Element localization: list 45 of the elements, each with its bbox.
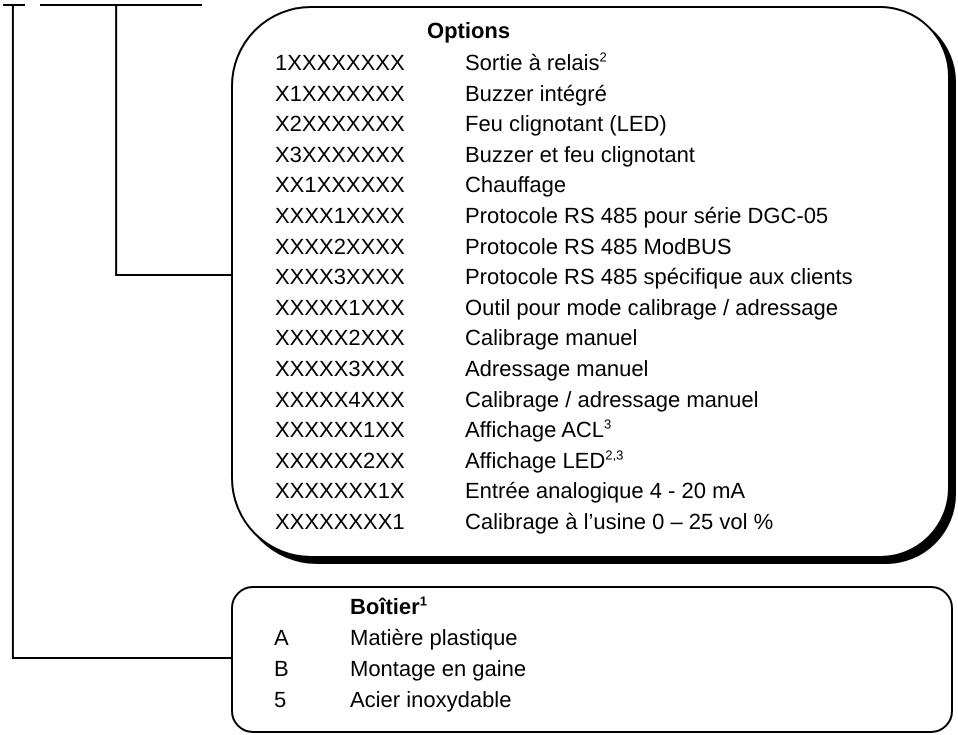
order-code: 5	[274, 687, 286, 713]
option-description: Outil pour mode calibrage / adressage	[465, 294, 838, 321]
option-description: Adressage manuel	[465, 356, 648, 382]
blank-field-line	[40, 4, 202, 6]
connector-line	[12, 6, 231, 659]
connector-line	[115, 6, 231, 276]
option-description: Montage en gaine	[350, 656, 526, 682]
option-description: Calibrage / adressage manuel	[465, 386, 759, 413]
option-description: Matière plastique	[350, 625, 518, 651]
option-panel	[231, 586, 953, 733]
order-code: XXXXXX2XX	[275, 448, 405, 474]
option-description: Feu clignotant (LED)	[465, 111, 667, 138]
option-description: Calibrage à l’usine 0 – 25 vol %	[465, 509, 774, 535]
order-code: XXXXXXXX1	[275, 509, 405, 535]
section-heading: Options	[427, 18, 510, 44]
order-code: XXXXXXX1X	[275, 478, 405, 504]
blank-field-line	[3, 4, 25, 6]
option-description: Entrée analogique 4 - 20 mA	[465, 478, 746, 504]
order-code: A	[274, 625, 289, 651]
order-code: XXXXX4XXX	[275, 386, 405, 413]
option-description: Protocole RS 485 pour série DGC-05	[465, 203, 828, 229]
order-code: XXXX2XXXX	[275, 234, 405, 260]
order-code: XXXX1XXXX	[275, 203, 405, 229]
option-description: Acier inoxydable	[350, 687, 512, 713]
option-description: Sortie à relais$^{2}$	[465, 50, 607, 76]
option-description: Protocole RS 485 spécifique aux clients	[465, 264, 853, 290]
order-code: XXXXX2XXX	[275, 325, 405, 352]
order-code: XXXXX1XXX	[275, 294, 405, 321]
order-code: 1XXXXXXXX	[275, 50, 405, 76]
option-description: Buzzer intégré	[465, 80, 607, 107]
order-code: XX1XXXXXX	[275, 172, 405, 198]
order-code: XXXXX3XXX	[275, 356, 405, 382]
order-code: X3XXXXXXX	[275, 142, 405, 168]
order-code: XXXX3XXXX	[275, 264, 405, 290]
option-description: Affichage ACL$^{3}$	[465, 417, 612, 444]
section-heading: Boîtier$^{1}$	[350, 594, 427, 620]
order-code: B	[274, 656, 289, 682]
option-description: Buzzer et feu clignotant	[465, 142, 695, 168]
option-description: Chauffage	[465, 172, 566, 198]
option-description: Calibrage manuel	[465, 325, 638, 352]
order-code: X1XXXXXXX	[275, 80, 405, 107]
option-description: Affichage LED$^{2,3}$	[465, 448, 624, 474]
order-code: XXXXXX1XX	[275, 417, 405, 444]
option-description: Protocole RS 485 ModBUS	[465, 234, 732, 260]
order-code: X2XXXXXXX	[275, 111, 405, 138]
